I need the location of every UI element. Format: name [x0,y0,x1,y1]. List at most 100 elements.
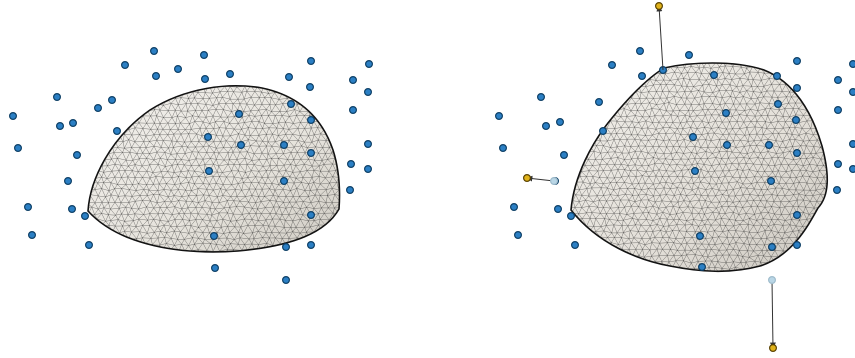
control-point [150,46,159,55]
control-point [365,59,374,68]
control-point [347,160,356,169]
control-point [201,74,210,83]
control-point [849,88,855,96]
original-position-marker [767,276,776,285]
control-point [598,126,607,135]
right-panel [495,1,855,353]
control-point [513,231,522,240]
control-point [55,121,64,130]
control-point [364,140,373,149]
control-point [282,243,291,252]
control-point [792,56,801,65]
control-point [697,263,706,272]
control-point [211,264,220,273]
control-point [764,141,773,150]
control-point [690,167,699,176]
left-control-points [9,46,374,285]
control-point [772,71,781,80]
control-point [84,241,93,250]
left-dome-mesh [87,85,341,253]
control-point [766,177,775,186]
control-point [833,75,842,84]
control-point [849,60,855,68]
control-point [559,151,568,160]
control-point [9,111,18,120]
control-point [120,60,129,69]
control-point [349,75,358,84]
control-point [833,105,842,114]
control-point [536,92,545,101]
control-point [510,203,519,212]
moved-control-point [768,344,777,353]
control-point [346,186,355,195]
control-point [833,160,842,169]
control-point [773,99,782,108]
control-point [112,126,121,135]
control-point [499,144,508,153]
control-point [721,108,730,117]
control-point [307,149,316,158]
control-point [570,241,579,250]
displacement-arrow [526,175,555,182]
right-control-points [495,46,855,272]
control-point [722,141,731,150]
control-point [52,92,61,101]
control-point [14,144,23,153]
control-point [566,212,575,221]
control-point [67,205,76,214]
right-dome-mesh [570,62,829,273]
control-point [24,203,33,212]
control-point [688,133,697,142]
control-point [791,115,800,124]
control-point [767,243,776,252]
control-point [287,99,296,108]
moved-control-point [522,174,531,183]
control-point [93,103,102,112]
control-point [792,211,801,220]
control-point [174,64,183,73]
control-point [307,241,316,250]
displacement-arrow [656,5,664,71]
control-point [107,95,116,104]
control-point [307,211,316,220]
control-point [307,115,316,124]
control-point [364,165,373,174]
original-position-marker [549,177,558,186]
control-point [152,71,161,80]
control-point [72,151,81,160]
control-point [280,177,289,186]
moved-control-points [522,1,777,353]
left-panel [9,46,374,285]
control-point [849,165,855,173]
control-point [555,117,564,126]
control-point [285,72,294,81]
control-point [226,69,235,78]
control-point [637,71,646,80]
control-point [63,177,72,186]
control-point [792,241,801,250]
control-point [792,149,801,158]
control-point [792,83,801,92]
control-point [349,105,358,114]
control-point [200,50,209,59]
displacement-arrow [769,279,776,349]
control-point [28,231,37,240]
control-point [280,141,289,150]
control-point [237,141,246,150]
control-point [210,232,219,241]
control-point [495,111,504,120]
control-point [68,118,77,127]
control-point [832,186,841,195]
control-point [204,133,213,142]
control-point [594,97,603,106]
control-point [282,276,291,285]
control-point [635,46,644,55]
control-point [306,82,315,91]
control-point [364,87,373,96]
control-point [684,50,693,59]
control-point [607,60,616,69]
control-point [849,140,855,148]
control-point [695,232,704,241]
